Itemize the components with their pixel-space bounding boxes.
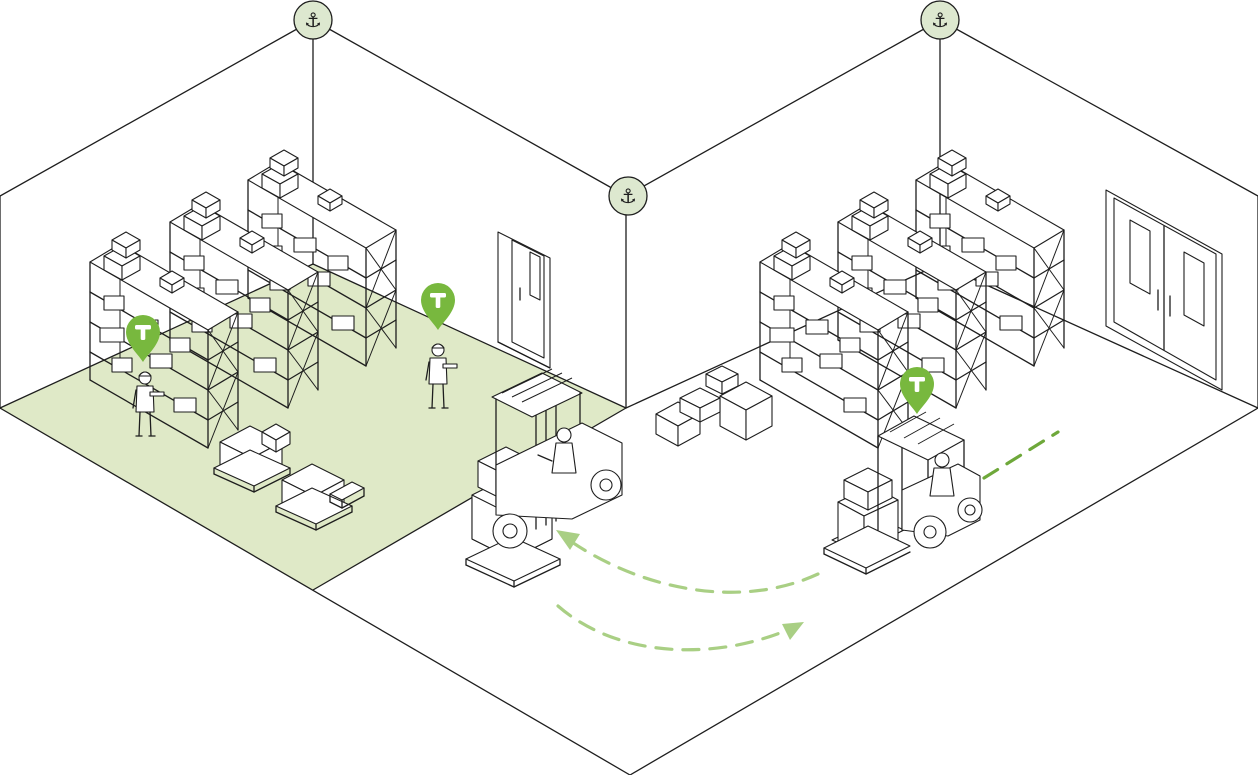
tracked-zone	[0, 264, 626, 590]
anchor-icon: ⚓	[293, 0, 333, 40]
empty-pallet	[329, 481, 365, 509]
forklift	[823, 411, 983, 575]
double-door	[1105, 189, 1223, 391]
anchor-icon: ⚓	[608, 176, 648, 216]
small-box	[261, 423, 291, 453]
svg-text:⚓: ⚓	[304, 8, 322, 32]
single-door	[497, 231, 551, 369]
svg-text:⚓: ⚓	[931, 8, 949, 32]
movement-route	[556, 430, 1060, 652]
box-pile	[655, 365, 773, 447]
svg-text:⚓: ⚓	[619, 184, 637, 208]
anchor-icon: ⚓	[920, 0, 960, 40]
location-tag-icon	[900, 367, 934, 414]
